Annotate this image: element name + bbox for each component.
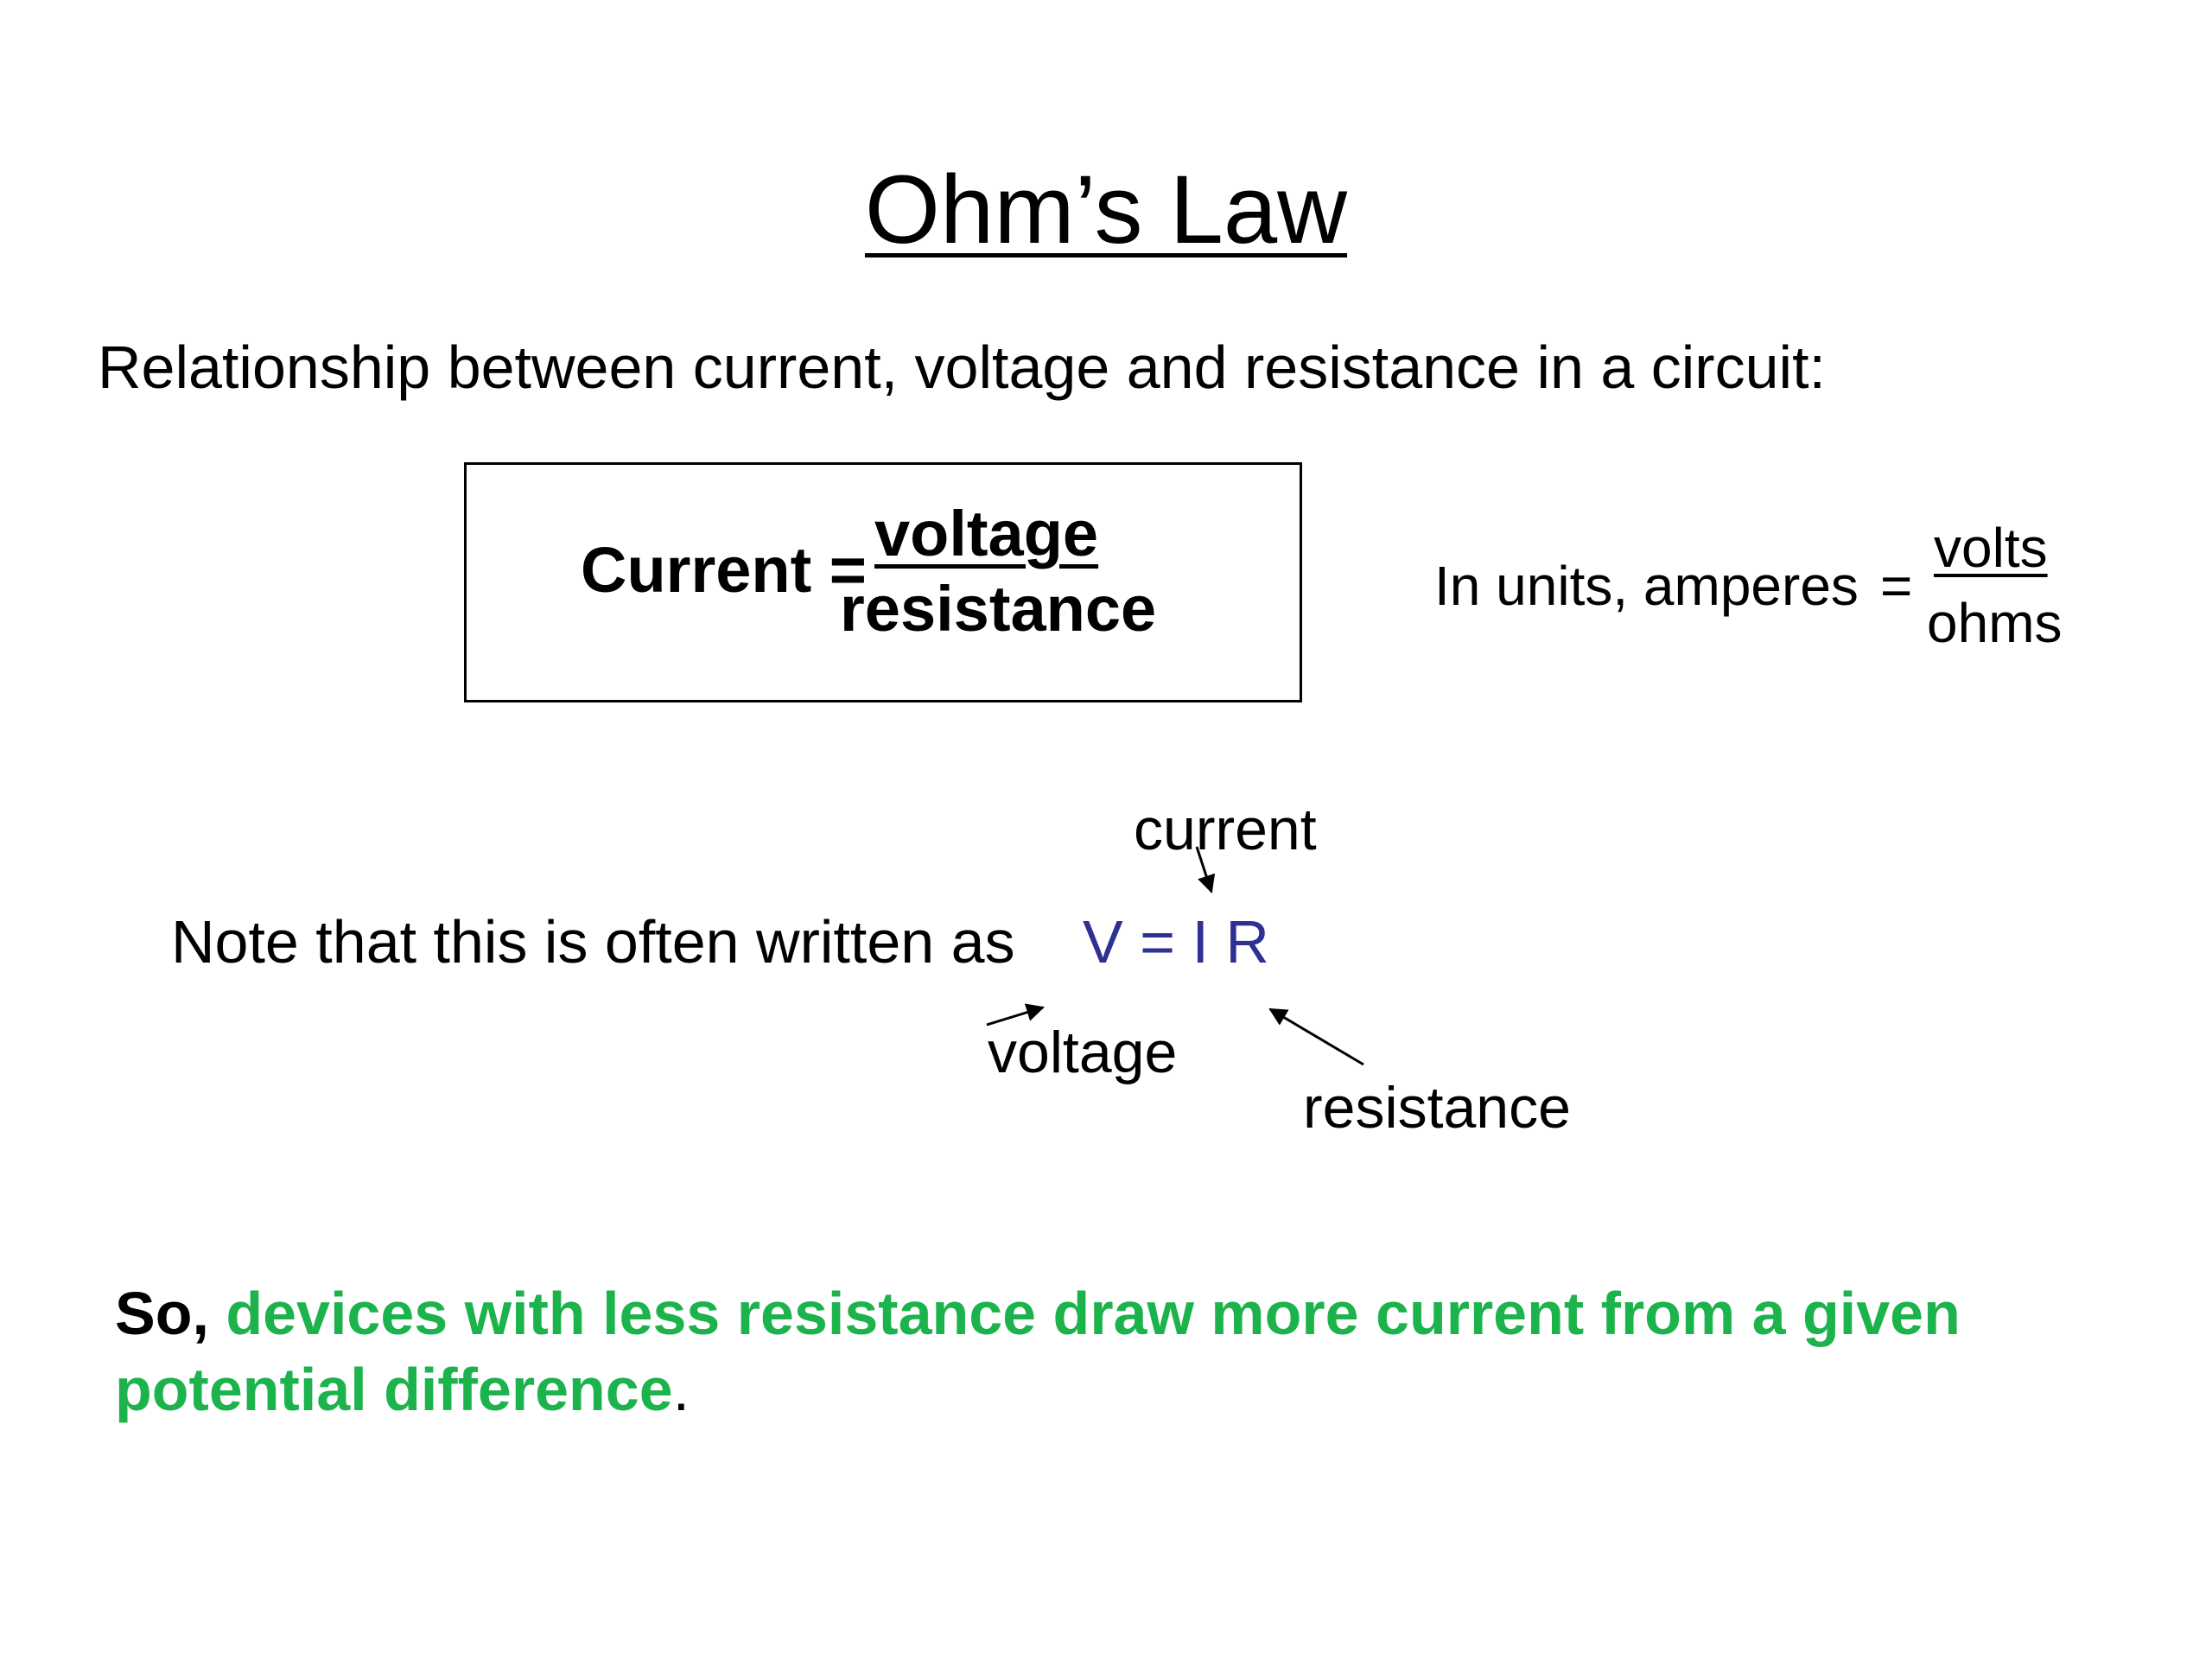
intro-text: Relationship between current, voltage an… bbox=[98, 334, 1826, 401]
slide-title: Ohm’s Law bbox=[864, 156, 1348, 264]
vir-equation: V = I R bbox=[1083, 908, 1269, 976]
units-label: In units, amperes bbox=[1434, 555, 1859, 617]
formula-lhs: Current = bbox=[581, 534, 868, 606]
conclusion-tail: . bbox=[672, 1356, 690, 1423]
annotation-current: current bbox=[1134, 797, 1317, 862]
note-text: Note that this is often written as bbox=[171, 908, 1015, 976]
formula-box bbox=[464, 462, 1302, 702]
formula-denominator: resistance bbox=[840, 573, 1157, 645]
units-equals: = bbox=[1880, 555, 1913, 617]
conclusion-lead: So, bbox=[115, 1280, 209, 1347]
arrow-resistance bbox=[1268, 1007, 1364, 1066]
arrow-voltage bbox=[986, 1003, 1046, 1027]
formula-numerator: voltage bbox=[874, 498, 1099, 569]
conclusion-text: So, devices with less resistance draw mo… bbox=[115, 1275, 2137, 1427]
units-numerator: volts bbox=[1934, 517, 2048, 579]
arrow-current bbox=[1195, 846, 1216, 893]
annotation-voltage: voltage bbox=[988, 1020, 1178, 1085]
conclusion-highlight: devices with less resistance draw more c… bbox=[115, 1280, 1961, 1423]
units-denominator: ohms bbox=[1927, 592, 2063, 654]
annotation-resistance: resistance bbox=[1303, 1075, 1571, 1141]
